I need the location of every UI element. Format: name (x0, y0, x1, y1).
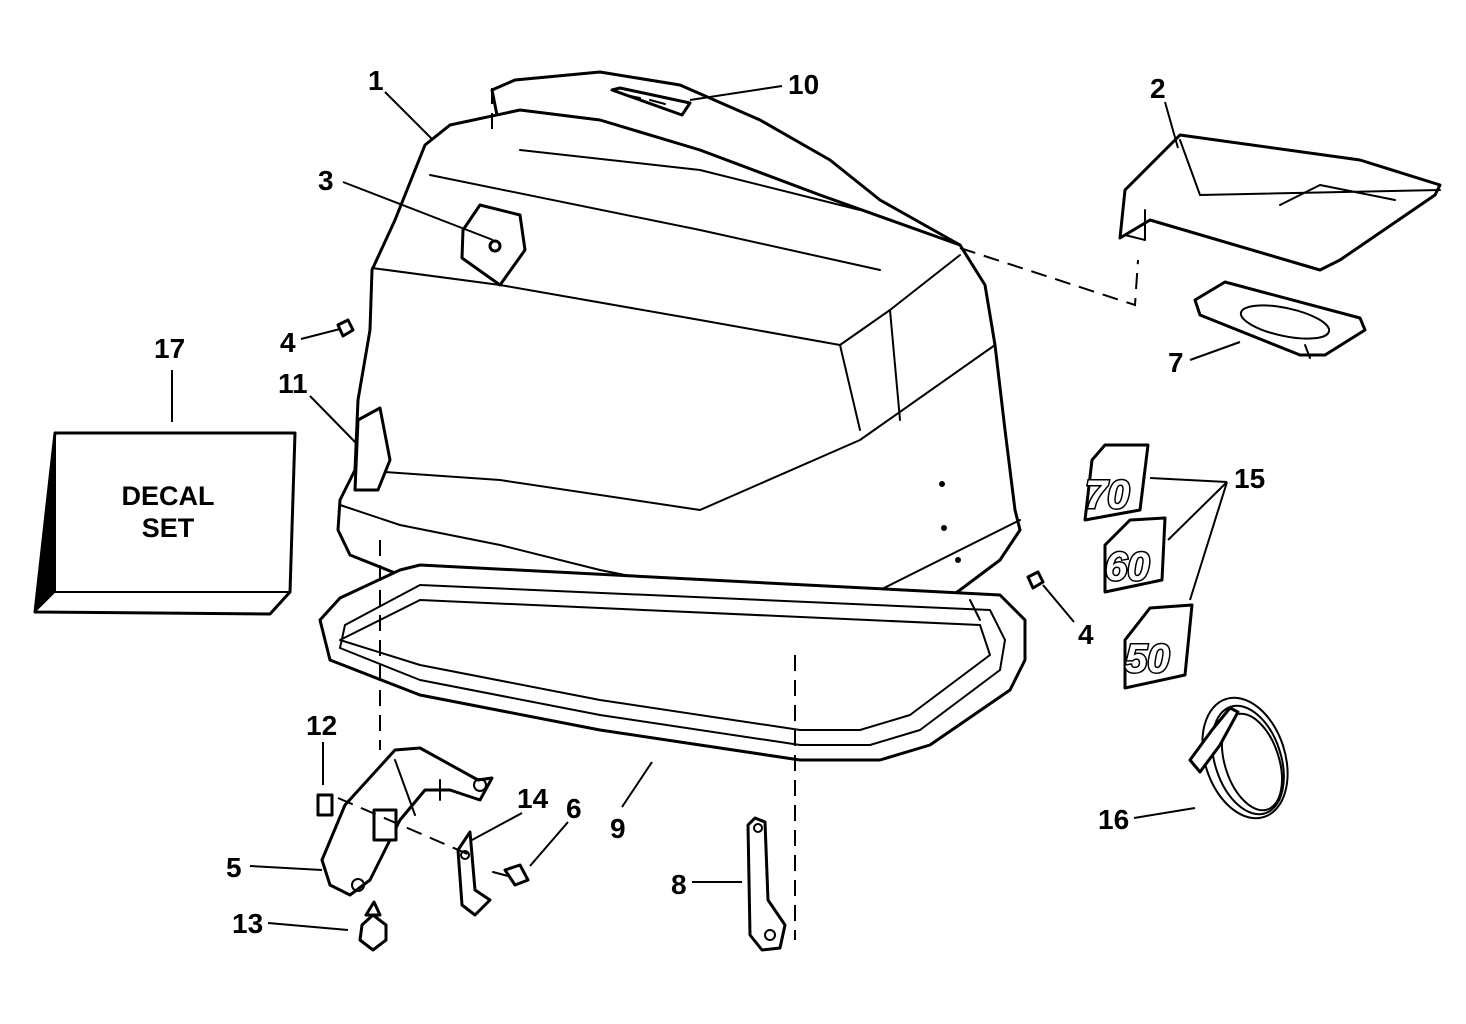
callout-6: 6 (566, 793, 582, 824)
clip (316, 793, 334, 817)
callout-3: 3 (318, 165, 334, 196)
badge-70-text: 70 (1085, 473, 1130, 517)
callout-2: 2 (1150, 73, 1166, 104)
decal-set-label-line1: DECAL (122, 481, 215, 511)
decal-set-box: DECAL SET (33, 431, 297, 616)
fastener-upper (336, 318, 355, 338)
decal-set-label-line2: SET (142, 513, 195, 543)
callout-17: 17 (154, 333, 185, 364)
badge-60: 60 (1103, 516, 1167, 594)
badge-70: 70 (1083, 443, 1150, 522)
assembly-lines (337, 88, 1139, 940)
badge-60-text: 60 (1105, 545, 1150, 589)
callout-16: 16 (1098, 804, 1129, 835)
strap (456, 830, 492, 917)
callout-10: 10 (788, 69, 819, 100)
callout-12: 12 (306, 710, 337, 741)
bracket-strip (746, 816, 787, 952)
callout-14: 14 (517, 783, 549, 814)
callout-15: 15 (1234, 463, 1265, 494)
fastener-lower (1026, 570, 1045, 590)
gasket-plate (1193, 280, 1367, 359)
grommet (358, 900, 388, 952)
callout-13: 13 (232, 908, 263, 939)
cable-coil (1188, 696, 1289, 820)
callout-4-lower: 4 (1078, 619, 1094, 650)
badge-50-text: 50 (1125, 637, 1170, 681)
callout-11: 11 (278, 368, 308, 399)
leader-lines (171, 85, 1241, 931)
callout-1: 1 (368, 65, 384, 96)
screw (492, 863, 530, 887)
latch-plate (460, 203, 527, 287)
top-cover-panel (1118, 133, 1442, 272)
rear-mount-bracket (320, 746, 494, 897)
callout-7: 7 (1168, 347, 1184, 378)
callout-8: 8 (671, 869, 687, 900)
badge-50: 50 (1123, 603, 1194, 690)
seal-ring (318, 563, 1027, 762)
side-bracket (353, 406, 392, 492)
callout-numbers: 1 2 3 4 4 5 6 7 8 9 10 11 12 13 14 15 16… (154, 65, 1265, 939)
callout-9: 9 (610, 813, 626, 844)
callout-5: 5 (226, 852, 242, 883)
callout-4-upper: 4 (280, 327, 296, 358)
